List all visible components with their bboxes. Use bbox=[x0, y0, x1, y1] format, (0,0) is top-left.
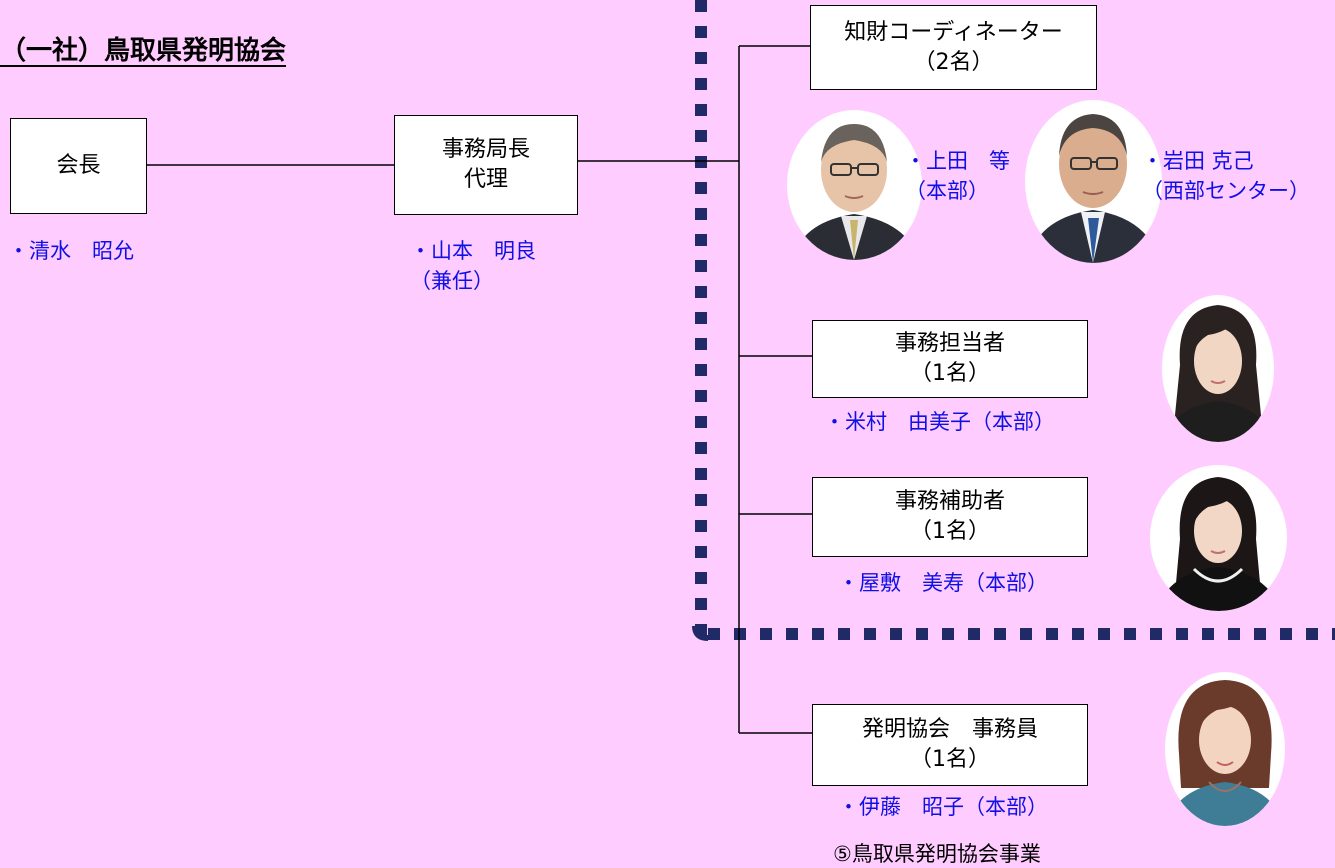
assistant-label-line2: （1名） bbox=[910, 519, 990, 544]
staff-label-line2: （1名） bbox=[910, 361, 990, 386]
coordinator-2-name: ・岩田 克己 （西部センター） bbox=[1142, 146, 1310, 207]
chairman-members: ・清水 昭允 bbox=[8, 236, 134, 266]
deputy-label-line1: 事務局長 bbox=[441, 137, 530, 163]
coordinator-1-location: （本部） bbox=[905, 179, 989, 204]
staff-members: ・米村 由美子（本部） bbox=[824, 407, 1055, 437]
deputy-label-line2: 代理 bbox=[463, 167, 508, 192]
chairman-label: 会長 bbox=[56, 153, 101, 179]
deputy-box: 事務局長 代理 bbox=[394, 115, 578, 215]
ip-coordinator-label-line1: 知財コーディネーター bbox=[844, 19, 1063, 45]
footer-caption: ⑤鳥取県発明協会事業 bbox=[833, 842, 1041, 866]
page-title: （一社）鳥取県発明協会 bbox=[0, 36, 287, 66]
coordinator-1-photo bbox=[787, 110, 922, 260]
staff-box: 事務担当者 （1名） bbox=[812, 320, 1088, 398]
staff-photo bbox=[1162, 295, 1274, 442]
chairman-member: ・清水 昭允 bbox=[8, 239, 134, 263]
deputy-member-note: （兼任） bbox=[410, 269, 494, 294]
staff-member: ・米村 由美子（本部） bbox=[824, 410, 1055, 434]
association-clerk-members: ・伊藤 昭子（本部） bbox=[838, 792, 1048, 822]
assistant-member: ・屋敷 美寿（本部） bbox=[838, 571, 1048, 595]
assistant-box: 事務補助者 （1名） bbox=[812, 477, 1088, 557]
ip-coordinator-box: 知財コーディネーター （2名） bbox=[810, 5, 1097, 90]
ip-coordinator-label-line2: （2名） bbox=[913, 49, 994, 75]
coordinator-2-location: （西部センター） bbox=[1142, 179, 1310, 204]
association-clerk-member: ・伊藤 昭子（本部） bbox=[838, 795, 1048, 819]
coordinator-1-name: ・上田 等 （本部） bbox=[905, 146, 1010, 207]
dotted-boundary-corner bbox=[692, 625, 709, 641]
coordinator-2-photo bbox=[1025, 100, 1162, 263]
coordinator-1-member: ・上田 等 bbox=[905, 149, 1010, 173]
assistant-label-line1: 事務補助者 bbox=[894, 489, 1005, 515]
chairman-box: 会長 bbox=[10, 118, 147, 214]
assistant-members: ・屋敷 美寿（本部） bbox=[838, 568, 1048, 598]
assistant-photo bbox=[1150, 465, 1287, 611]
deputy-members: ・山本 明良 （兼任） bbox=[410, 236, 536, 297]
association-clerk-box: 発明協会 事務員 （1名） bbox=[812, 704, 1088, 786]
association-clerk-label-line2: （1名） bbox=[910, 747, 990, 772]
association-clerk-photo bbox=[1165, 672, 1285, 826]
coordinator-2-member: ・岩田 克己 bbox=[1142, 149, 1254, 173]
deputy-member: ・山本 明良 bbox=[410, 239, 536, 263]
staff-label-line1: 事務担当者 bbox=[894, 331, 1005, 357]
association-clerk-label-line1: 発明協会 事務員 bbox=[861, 717, 1038, 743]
